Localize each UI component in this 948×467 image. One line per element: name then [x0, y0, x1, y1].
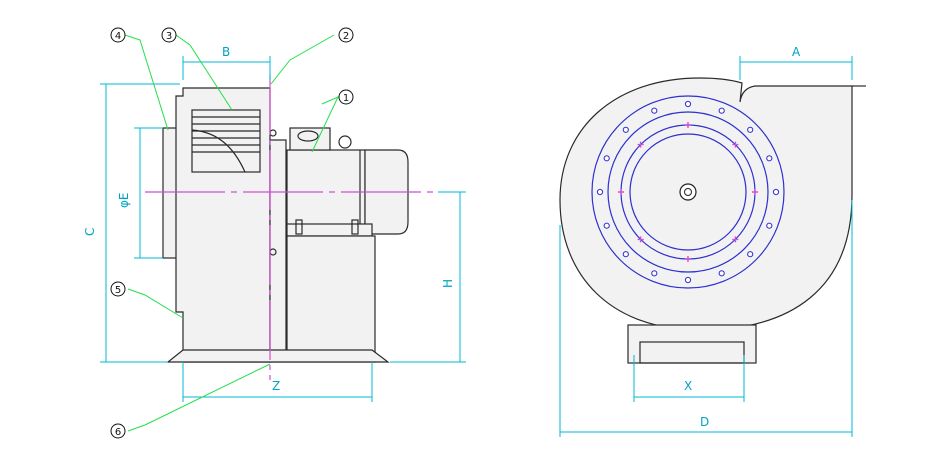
mounting-plate [269, 139, 287, 363]
dim-label-phi-e: φE [117, 193, 131, 209]
callout-4-number: 4 [115, 31, 121, 42]
flange-bolt-holes [596, 100, 780, 284]
bolt-hole [603, 222, 610, 229]
impeller [191, 109, 261, 173]
inner-marker [732, 236, 739, 243]
inner-marker [685, 256, 691, 262]
bolt-hole [766, 155, 773, 162]
inner-marker [685, 122, 691, 128]
front-pedestal [627, 324, 757, 364]
callout-5: 5 [110, 281, 126, 297]
bolt-hole [772, 188, 780, 196]
callout-6-number: 6 [115, 427, 121, 438]
bolt-hole [766, 222, 773, 229]
bolt-hole [684, 100, 692, 108]
callout-1: 1 [338, 89, 354, 105]
base-plate [166, 349, 390, 363]
motor-support [286, 235, 376, 363]
callout-6: 6 [110, 423, 126, 439]
dim-label-z: Z [272, 379, 280, 393]
leader-5 [127, 288, 184, 319]
side-view: B C φE H Z 1 2 [83, 27, 466, 439]
bolt-hole [603, 155, 610, 162]
bolt-hole [651, 107, 658, 114]
callout-2: 2 [338, 27, 354, 43]
bolt-hole [718, 270, 725, 277]
inner-marker [618, 189, 624, 195]
bolt-hole [718, 107, 725, 114]
bolt-hole [622, 126, 629, 133]
callout-1-number: 1 [343, 93, 349, 104]
dim-label-h: H [441, 279, 455, 288]
shaft-hub [679, 183, 697, 201]
callout-2-number: 2 [343, 31, 349, 42]
front-view: A X D [559, 45, 866, 437]
bolt-hole [622, 251, 629, 258]
inner-marker [732, 141, 739, 148]
bolt-hole [747, 126, 754, 133]
bolt-hole [596, 188, 604, 196]
inner-marker [752, 189, 758, 195]
inner-marker [637, 236, 644, 243]
leader-1 [311, 96, 340, 153]
volute-housing [559, 77, 853, 331]
bolt-hole [747, 251, 754, 258]
dim-label-d: D [700, 415, 709, 429]
callout-3-number: 3 [166, 31, 172, 42]
dim-label-b: B [222, 45, 230, 59]
inner-marker [637, 141, 644, 148]
leader-4 [124, 34, 169, 131]
leader-3 [175, 34, 233, 111]
dim-label-x: X [684, 379, 692, 393]
dim-label-a: A [792, 45, 801, 59]
callout-5-number: 5 [115, 285, 121, 296]
dim-label-c: C [83, 228, 97, 236]
bolt-hole [651, 270, 658, 277]
flange-bolt-circle [607, 111, 769, 273]
callout-3: 3 [161, 27, 177, 43]
callout-4: 4 [110, 27, 126, 43]
leader-2 [270, 34, 335, 85]
flange-inner-markers [618, 122, 758, 262]
bolt-hole [684, 276, 692, 284]
leader-6 [127, 363, 271, 432]
flange-outer-ring [591, 95, 785, 289]
